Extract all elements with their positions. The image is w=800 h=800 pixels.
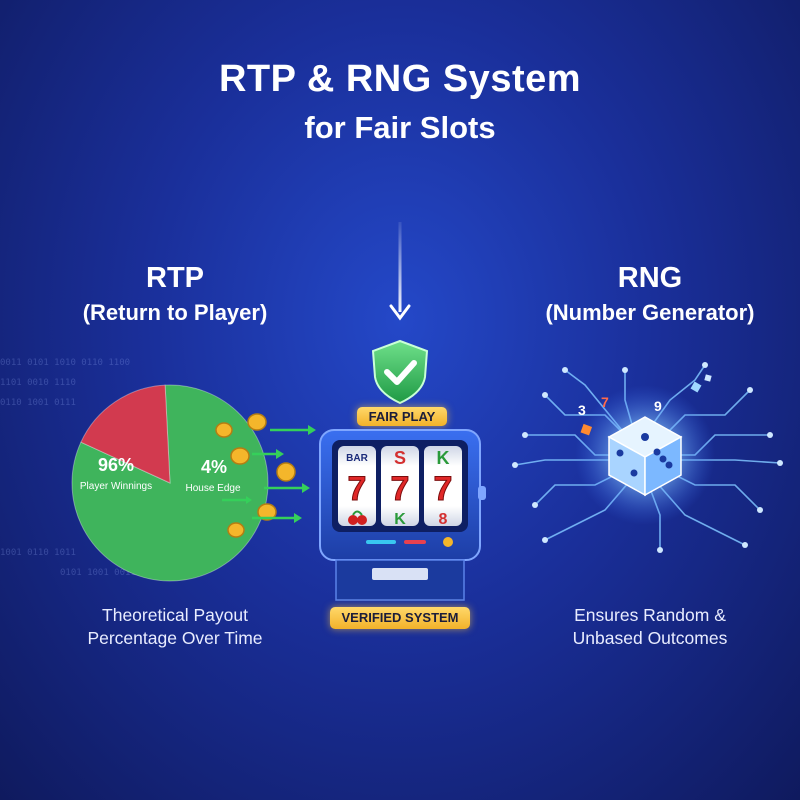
svg-text:0101 1001 0011 1101: 0101 1001 0011 1101 xyxy=(60,568,163,578)
dice-icon xyxy=(607,416,683,497)
verified-system-badge: VERIFIED SYSTEM xyxy=(330,607,470,629)
reel-seven: 7 xyxy=(434,470,453,508)
coin-icon xyxy=(215,413,296,538)
rtp-caption: Theoretical Payout Percentage Over Time xyxy=(40,604,310,650)
slot-machine: BAR S K 7 7 7 K 8 xyxy=(319,429,486,601)
svg-text:1001 0110 1011: 1001 0110 1011 xyxy=(0,548,76,558)
shield-check-icon xyxy=(371,339,429,405)
floating-digit: 3 xyxy=(578,402,586,418)
rng-caption: Ensures Random & Unbased Outcomes xyxy=(510,604,790,650)
reel-symbol: 8 xyxy=(439,511,448,528)
rng-heading: RNG xyxy=(617,262,683,294)
binary-background: 0011 0101 1010 0110 1100 1101 0010 1110 … xyxy=(0,358,163,578)
player-winnings-label: Player Winnings xyxy=(80,481,152,492)
svg-text:0011 0101 1010 0110 1100: 0011 0101 1010 0110 1100 xyxy=(0,358,130,368)
arrow-right-icon xyxy=(222,425,316,523)
rtp-subheading: (Return to Player) xyxy=(82,300,268,325)
svg-text:1101 0010 1110: 1101 0010 1110 xyxy=(0,378,76,388)
reel-symbol: S xyxy=(394,448,406,468)
svg-text:0110 1001 0111: 0110 1001 0111 xyxy=(0,398,76,408)
fair-play-badge: FAIR PLAY xyxy=(357,407,447,426)
cherry-icon xyxy=(348,510,367,525)
rtp-heading: RTP xyxy=(146,262,204,294)
reel-seven: 7 xyxy=(348,470,367,508)
page-title: RTP & RNG System xyxy=(218,58,582,100)
reel-seven: 7 xyxy=(391,470,410,508)
rng-caption-line: Ensures Random & xyxy=(574,605,726,625)
house-edge-label: House Edge xyxy=(185,483,240,494)
rng-caption-line: Unbased Outcomes xyxy=(572,628,728,648)
floating-digit: 9 xyxy=(654,398,662,414)
pie-slice-house-edge xyxy=(80,384,171,484)
rng-circuit-graphic: 3 7 9 xyxy=(512,362,783,553)
house-percent-label: 4% xyxy=(201,457,227,477)
rtp-caption-line: Percentage Over Time xyxy=(87,628,263,648)
floating-digit: 7 xyxy=(601,394,609,410)
reel-symbol: K xyxy=(437,448,450,468)
down-arrow-icon xyxy=(389,222,411,321)
rtp-caption-line: Theoretical Payout xyxy=(102,605,248,625)
coin-flow xyxy=(215,413,316,538)
reel-symbol-bar: BAR xyxy=(346,453,368,464)
page-subtitle: for Fair Slots xyxy=(304,110,496,145)
rng-subheading: (Number Generator) xyxy=(545,300,755,325)
reel-symbol: K xyxy=(394,511,406,528)
player-percent-label: 96% xyxy=(98,455,134,475)
